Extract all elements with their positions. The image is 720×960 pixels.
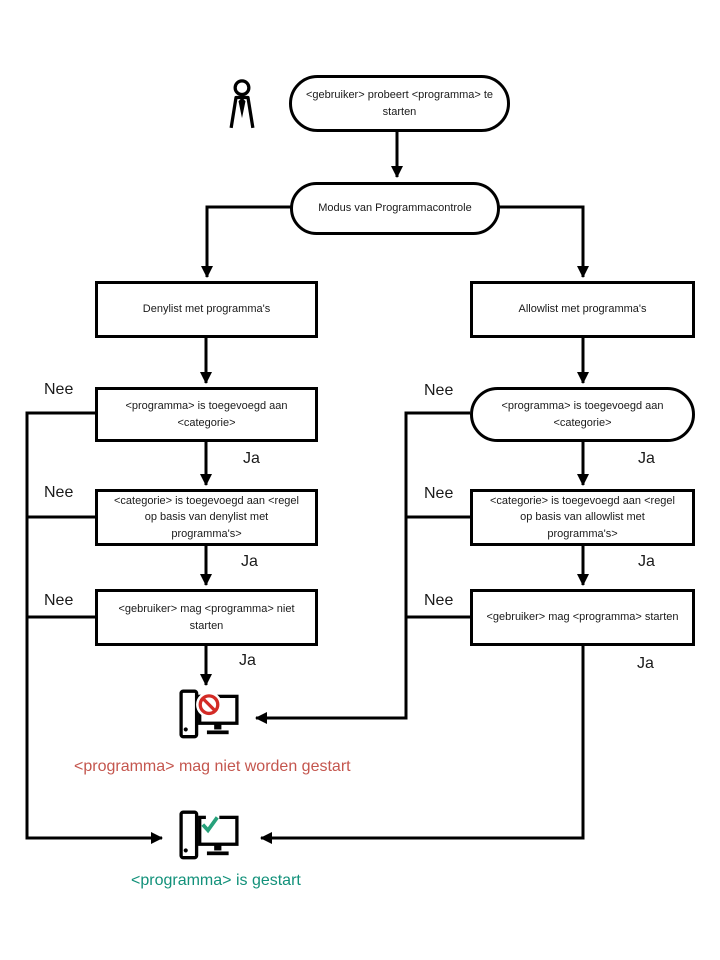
edge-label-nee: Nee (424, 592, 454, 609)
edge-label-ja: Ja (637, 655, 654, 672)
node-program-added-deny: <programma> is toegevoegd aan <categorie… (95, 387, 318, 442)
edge-label-ja: Ja (243, 450, 260, 467)
node-category-deny: <categorie> is toegevoegd aan <regel op … (95, 489, 318, 546)
edge-label-nee: Nee (44, 484, 74, 501)
node-deny-result: <gebruiker> mag <programma> niet starten (95, 589, 318, 646)
node-mode: Modus van Programmacontrole (290, 182, 500, 235)
edge-label-ja: Ja (241, 553, 258, 570)
node-program-added-allow: <programma> is toegevoegd aan <categorie… (470, 387, 695, 442)
node-allowlist: Allowlist met programma's (470, 281, 695, 338)
edge-label-nee: Nee (424, 485, 454, 502)
edge-label-ja: Ja (638, 553, 655, 570)
denied-result-text: <programma> mag niet worden gestart (74, 758, 351, 775)
checkmark-icon (201, 812, 220, 834)
edge-label-ja: Ja (239, 652, 256, 669)
node-denylist: Denylist met programma's (95, 281, 318, 338)
started-result-text: <programma> is gestart (131, 872, 301, 889)
edge-label-nee: Nee (44, 381, 74, 398)
computer-blocked-icon (179, 689, 239, 739)
edge-label-nee: Nee (424, 382, 454, 399)
computer-started-icon (179, 810, 239, 860)
user-icon (229, 79, 255, 129)
edge-label-nee: Nee (44, 592, 74, 609)
node-start: <gebruiker> probeert <programma> te star… (289, 75, 510, 132)
node-category-allow: <categorie> is toegevoegd aan <regel op … (470, 489, 695, 546)
prohibition-icon (196, 691, 222, 718)
node-allow-result: <gebruiker> mag <programma> starten (470, 589, 695, 646)
edge-label-ja: Ja (638, 450, 655, 467)
